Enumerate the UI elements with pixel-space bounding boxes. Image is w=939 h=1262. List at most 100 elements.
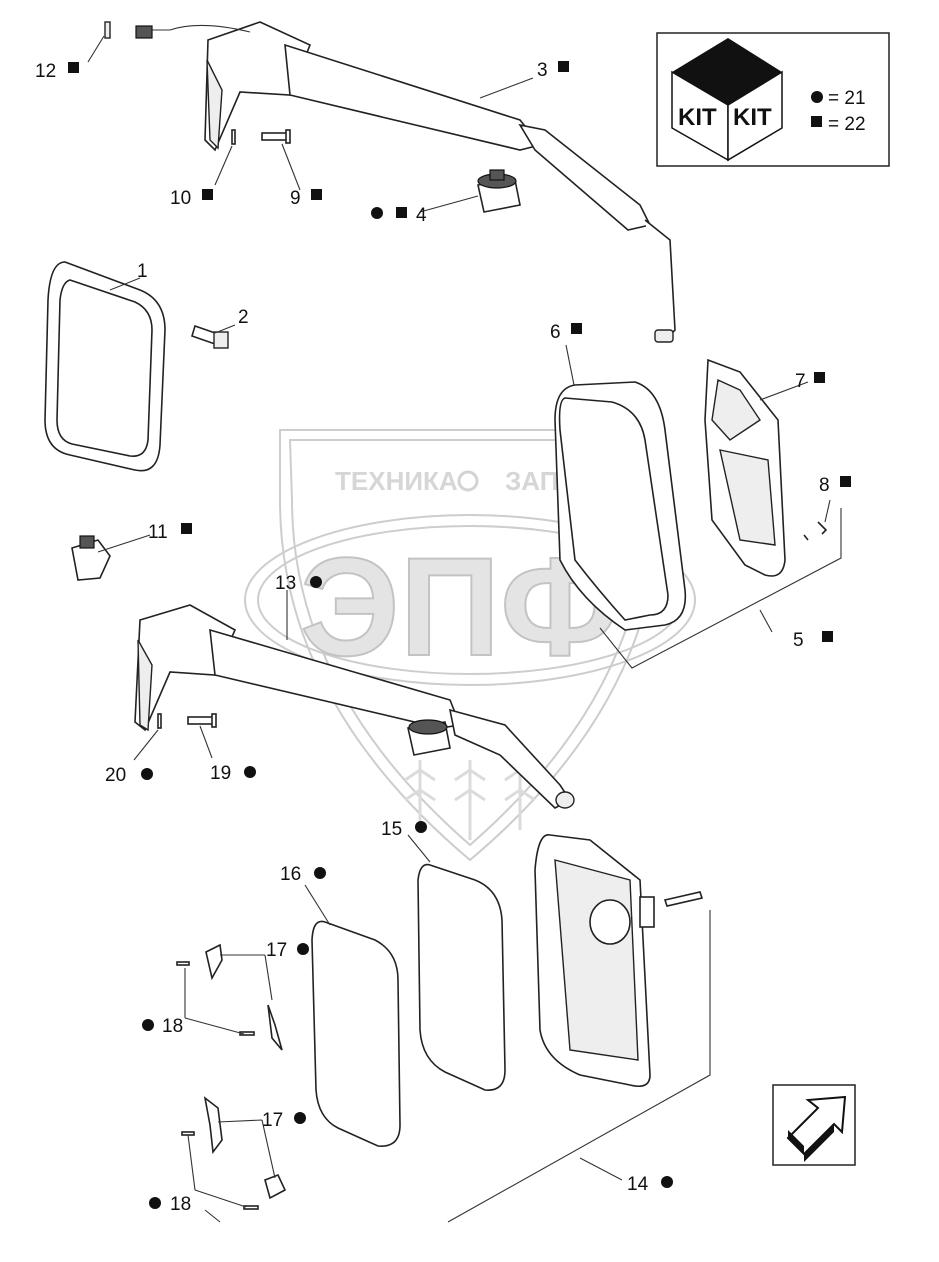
callout-2: 2 <box>238 307 249 328</box>
part-16-mirror-glass <box>311 920 401 1147</box>
callout-number: 2 <box>238 307 249 328</box>
kit-label-right: KIT <box>733 104 772 131</box>
kit-label-left: KIT <box>678 104 717 131</box>
callout-11: 11 <box>148 522 192 543</box>
part-2-bolt <box>191 324 229 349</box>
part-11-clip <box>71 535 111 581</box>
callout-number: 9 <box>290 188 301 209</box>
leader-lines <box>87 35 842 1223</box>
circle-marker-icon <box>297 943 309 955</box>
callout-12: 12 <box>35 61 79 82</box>
circle-marker-icon <box>244 766 256 778</box>
callout-13: 13 <box>275 573 322 594</box>
upper-mirror-arm <box>135 21 676 343</box>
watermark-text-left: ТЕХНИКА <box>335 466 458 496</box>
callout-number: 14 <box>627 1174 649 1195</box>
circle-marker-icon <box>314 867 326 879</box>
part-8-pins <box>803 521 828 541</box>
callout-number: 19 <box>210 763 231 784</box>
callout-number: 17 <box>262 1110 283 1131</box>
part-20-pin <box>157 713 162 729</box>
legend-circle-text: = 21 <box>828 88 866 109</box>
callout-number: 11 <box>148 522 168 543</box>
callout-number: 13 <box>275 573 296 594</box>
lower-mirror-arm <box>134 604 575 809</box>
circle-marker-icon <box>811 91 823 103</box>
part-9-bolt <box>261 129 291 144</box>
circle-marker-icon <box>310 576 322 588</box>
callout-19: 19 <box>210 763 256 784</box>
callout-number: 3 <box>537 60 548 81</box>
square-marker-icon <box>571 323 582 334</box>
callout-20: 20 <box>105 765 153 786</box>
callout-number: 17 <box>266 940 287 961</box>
next-page-arrow-button[interactable] <box>772 1084 856 1166</box>
circle-marker-icon <box>142 1019 154 1031</box>
part-4-knob <box>477 169 521 213</box>
watermark-big-letters: ЭПФ <box>300 528 620 685</box>
square-marker-icon <box>396 207 407 218</box>
square-marker-icon <box>181 523 192 534</box>
callout-labels: 12 3 10 9 4 1 2 6 7 <box>35 60 851 1215</box>
part-18-pins <box>176 961 259 1210</box>
part-1-gasket-frame <box>44 261 166 472</box>
square-marker-icon <box>822 631 833 642</box>
callout-number: 6 <box>550 322 561 343</box>
circle-marker-icon <box>371 207 383 219</box>
callout-5: 5 <box>793 630 833 651</box>
square-marker-icon <box>202 189 213 200</box>
part-lower-knob <box>407 719 451 756</box>
part-17-clips-lower <box>203 1096 287 1200</box>
square-marker-icon <box>840 476 851 487</box>
callout-9: 9 <box>290 188 322 209</box>
square-marker-icon <box>68 62 79 73</box>
callout-number: 8 <box>819 475 830 496</box>
part-7-back-cover <box>704 358 786 577</box>
square-marker-icon <box>811 116 822 127</box>
part-6-mirror-housing <box>554 381 687 631</box>
callout-number: 20 <box>105 765 126 786</box>
part-19-bolt <box>187 713 217 728</box>
callout-8: 8 <box>819 475 851 496</box>
callout-10: 10 <box>170 188 213 209</box>
callout-18-lower: 18 <box>149 1194 191 1215</box>
part-15-mirror-glass <box>417 863 506 1091</box>
part-14-mirror-housing <box>534 834 704 1088</box>
callout-number: 1 <box>137 261 148 282</box>
callout-14: 14 <box>627 1174 673 1195</box>
callout-number: 18 <box>162 1016 183 1037</box>
callout-number: 5 <box>793 630 804 651</box>
callout-4: 4 <box>371 205 427 226</box>
part-17-clips-upper <box>205 943 283 1051</box>
arrow-icon <box>786 1095 847 1162</box>
callout-18-upper: 18 <box>142 1016 183 1037</box>
part-12-pin <box>104 21 111 39</box>
square-marker-icon <box>814 372 825 383</box>
callout-number: 7 <box>795 371 806 392</box>
callout-17-lower: 17 <box>262 1110 306 1131</box>
callout-7: 7 <box>795 371 825 392</box>
callout-number: 4 <box>416 205 427 226</box>
legend-square-text: = 22 <box>828 114 866 135</box>
gear-icon <box>457 470 479 492</box>
kit-cube-icon: KIT KIT <box>671 38 783 162</box>
callout-number: 10 <box>170 188 191 209</box>
callout-number: 18 <box>170 1194 191 1215</box>
callout-17-upper: 17 <box>266 940 309 961</box>
square-marker-icon <box>311 189 322 200</box>
kit-legend-box: KIT KIT = 21 = 22 <box>656 32 890 167</box>
circle-marker-icon <box>149 1197 161 1209</box>
circle-marker-icon <box>294 1112 306 1124</box>
callout-16: 16 <box>280 864 326 885</box>
callout-1: 1 <box>137 261 148 282</box>
callout-number: 15 <box>381 819 402 840</box>
part-10-pin <box>231 129 236 145</box>
callout-6: 6 <box>550 322 582 343</box>
callout-number: 16 <box>280 864 301 885</box>
circle-marker-icon <box>415 821 427 833</box>
callout-number: 12 <box>35 61 56 82</box>
circle-marker-icon <box>661 1176 673 1188</box>
square-marker-icon <box>558 61 569 72</box>
watermark: ТЕХНИКА ЗАПЧАСТИ ЭПФ <box>244 429 696 862</box>
callout-15: 15 <box>381 819 427 840</box>
